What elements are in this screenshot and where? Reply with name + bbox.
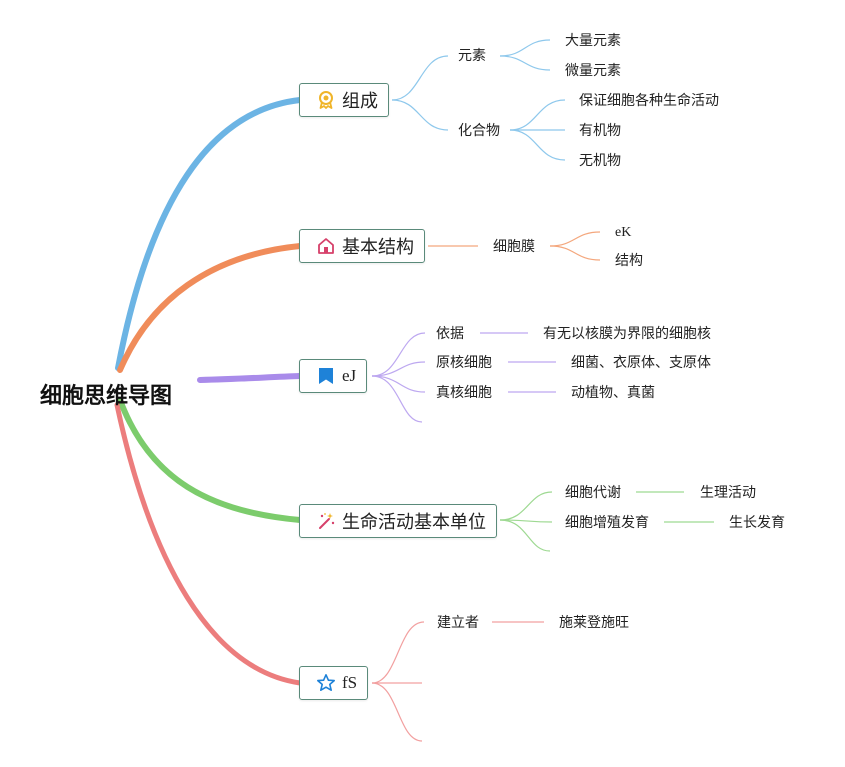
node-cell-membrane[interactable]: 细胞膜 xyxy=(493,239,535,255)
branch-line-composition xyxy=(115,97,303,371)
discovery-sublines xyxy=(371,621,544,742)
award-ribbon-icon xyxy=(316,90,336,110)
branch-line-life-unit xyxy=(117,397,303,523)
node-proliferation[interactable]: 细胞增殖发育 xyxy=(565,515,649,531)
node-trace-elements[interactable]: 微量元素 xyxy=(565,63,621,79)
node-membrane-structure[interactable]: 结构 xyxy=(615,253,643,269)
root-topic[interactable]: 细胞思维导图 xyxy=(40,384,173,409)
branch-life-unit[interactable]: 生命活动基本单位 xyxy=(299,504,497,538)
magic-wand-icon xyxy=(316,511,336,531)
node-prokaryote[interactable]: 原核细胞 xyxy=(436,355,492,371)
flag-icon xyxy=(316,366,336,386)
branch-line-structure xyxy=(117,243,303,373)
node-macro-elements[interactable]: 大量元素 xyxy=(565,33,621,49)
node-life-activities[interactable]: 保证细胞各种生命活动 xyxy=(579,93,719,109)
branch-basic-structure[interactable]: 基本结构 xyxy=(299,229,425,263)
branch-label: 基本结构 xyxy=(342,237,414,258)
classification-sublines xyxy=(371,332,556,423)
node-membrane-ek[interactable]: eK xyxy=(615,225,632,240)
branch-label: fS xyxy=(342,673,358,692)
branch-label: eJ xyxy=(342,366,357,385)
star-icon xyxy=(316,673,336,693)
branch-label: 组成 xyxy=(342,91,378,112)
node-eukaryote[interactable]: 真核细胞 xyxy=(436,385,492,401)
node-elements[interactable]: 元素 xyxy=(458,48,486,64)
node-inorganic[interactable]: 无机物 xyxy=(579,153,621,169)
node-compounds[interactable]: 化合物 xyxy=(458,123,500,139)
composition-sublines xyxy=(391,39,566,161)
node-physiological-activity[interactable]: 生理活动 xyxy=(700,485,756,501)
node-founder[interactable]: 建立者 xyxy=(437,615,479,631)
node-basis[interactable]: 依据 xyxy=(436,326,464,342)
structure-sublines xyxy=(428,231,601,261)
branch-line-classification xyxy=(197,373,303,383)
node-founder-names[interactable]: 施莱登施旺 xyxy=(559,615,629,631)
branch-composition[interactable]: 组成 xyxy=(299,83,389,117)
branch-discovery[interactable]: fS xyxy=(299,666,369,700)
life-unit-sublines xyxy=(499,491,714,552)
node-eukaryote-examples[interactable]: 动植物、真菌 xyxy=(571,385,655,401)
node-metabolism[interactable]: 细胞代谢 xyxy=(565,485,621,501)
node-prokaryote-examples[interactable]: 细菌、衣原体、支原体 xyxy=(571,355,711,371)
branch-line-discovery xyxy=(114,402,303,686)
home-icon xyxy=(316,236,336,256)
branch-label: 生命活动基本单位 xyxy=(342,512,486,533)
node-nucleus-criterion[interactable]: 有无以核膜为界限的细胞核 xyxy=(543,326,711,342)
branch-classification[interactable]: eJ xyxy=(299,359,368,393)
node-growth-development[interactable]: 生长发育 xyxy=(729,515,785,531)
node-organic[interactable]: 有机物 xyxy=(579,123,621,139)
